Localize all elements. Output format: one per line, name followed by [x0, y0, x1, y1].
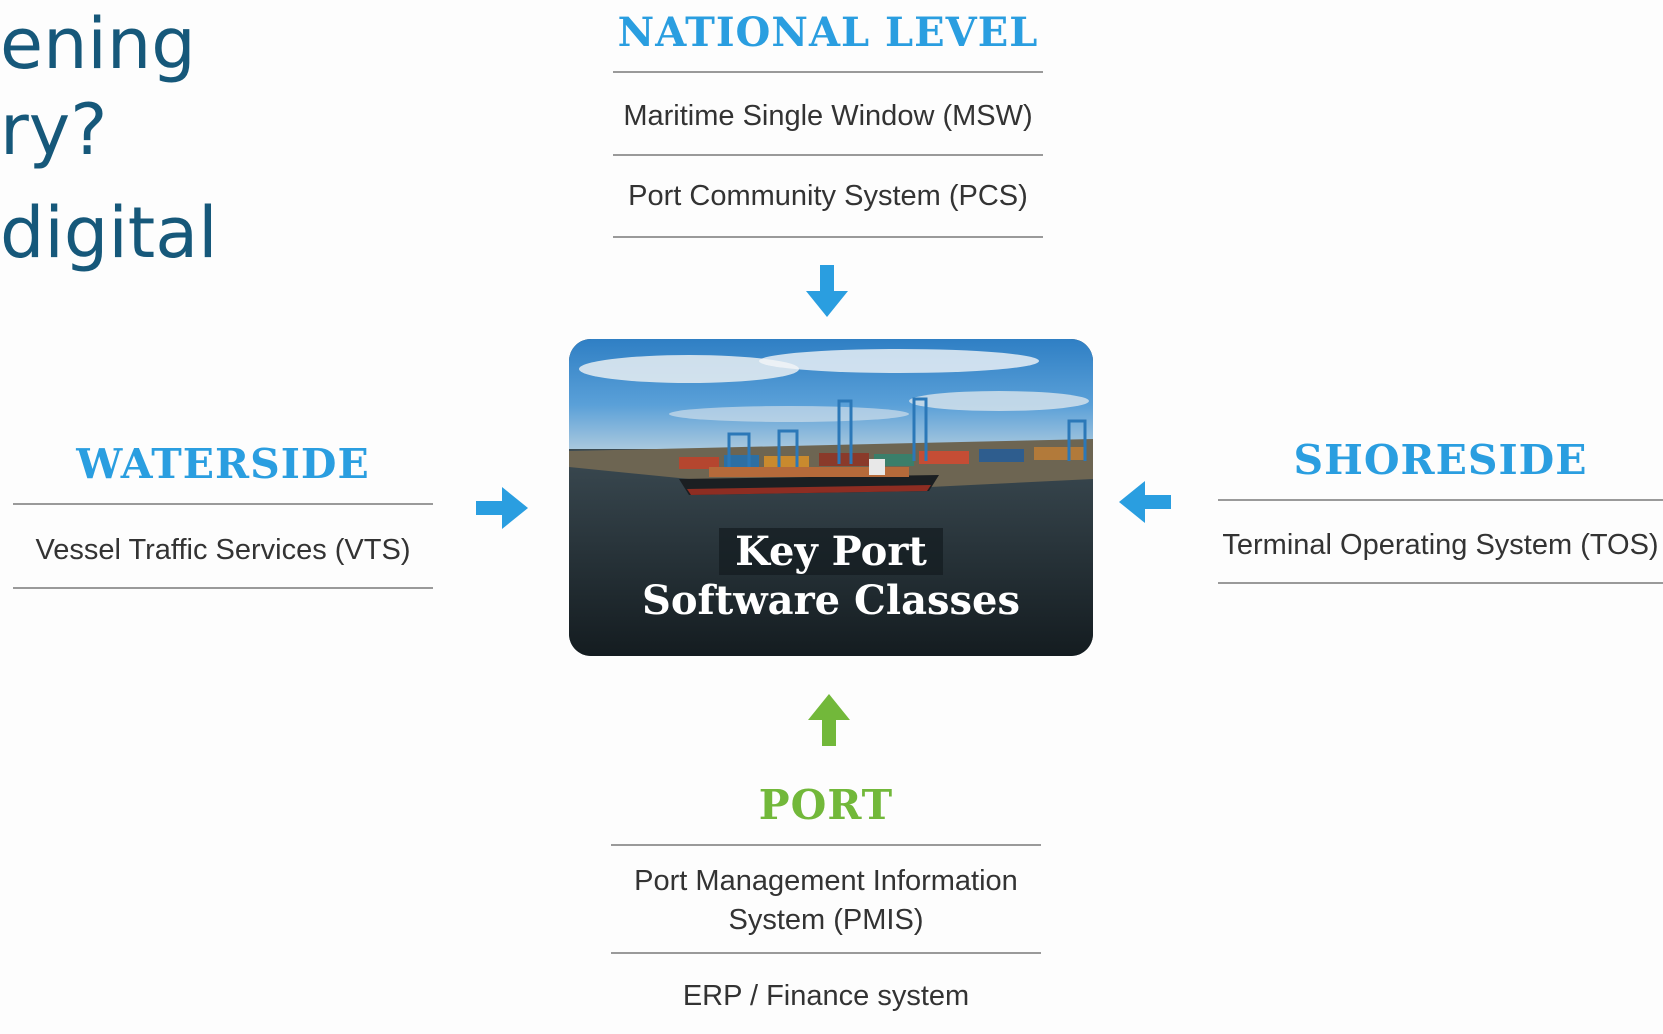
waterside-rule-2 — [13, 587, 433, 589]
port-item-pmis-line1: Port Management Information — [634, 865, 1018, 897]
shoreside-heading: SHORESIDE — [1293, 436, 1588, 484]
national-rule-2 — [613, 154, 1043, 156]
national-rule-3 — [613, 236, 1043, 238]
national-level-heading: NATIONAL LEVEL — [617, 9, 1039, 56]
slide-title-line-1: ening — [0, 3, 196, 85]
key-port-card: Key Port Software Classes — [569, 339, 1093, 656]
arrow-down-icon — [806, 265, 848, 317]
card-title-line-2: Software Classes — [641, 577, 1020, 624]
card-title-line-1: Key Port — [719, 528, 943, 575]
port-rule-2 — [611, 952, 1041, 954]
slide-title-line-2: ry? — [0, 89, 108, 171]
shoreside-item-tos: Terminal Operating System (TOS) — [1222, 529, 1659, 561]
port-heading: PORT — [758, 781, 894, 829]
national-item-pcs: Port Community System (PCS) — [628, 180, 1028, 212]
national-rule-1 — [613, 71, 1043, 73]
port-item-pmis-line2: System (PMIS) — [728, 904, 924, 936]
waterside-heading: WATERSIDE — [76, 440, 370, 488]
port-item-erp: ERP / Finance system — [682, 980, 970, 1012]
arrow-right-icon — [476, 487, 528, 529]
national-item-msw: Maritime Single Window (MSW) — [623, 100, 1033, 132]
slide-title-line-3: digital — [0, 192, 218, 274]
waterside-item-vts: Vessel Traffic Services (VTS) — [35, 534, 411, 566]
arrow-left-icon — [1119, 481, 1171, 523]
waterside-rule-1 — [13, 503, 433, 505]
port-rule-1 — [611, 844, 1041, 846]
shoreside-rule-1 — [1218, 499, 1663, 501]
arrow-up-icon — [808, 694, 850, 746]
shoreside-rule-2 — [1218, 582, 1663, 584]
